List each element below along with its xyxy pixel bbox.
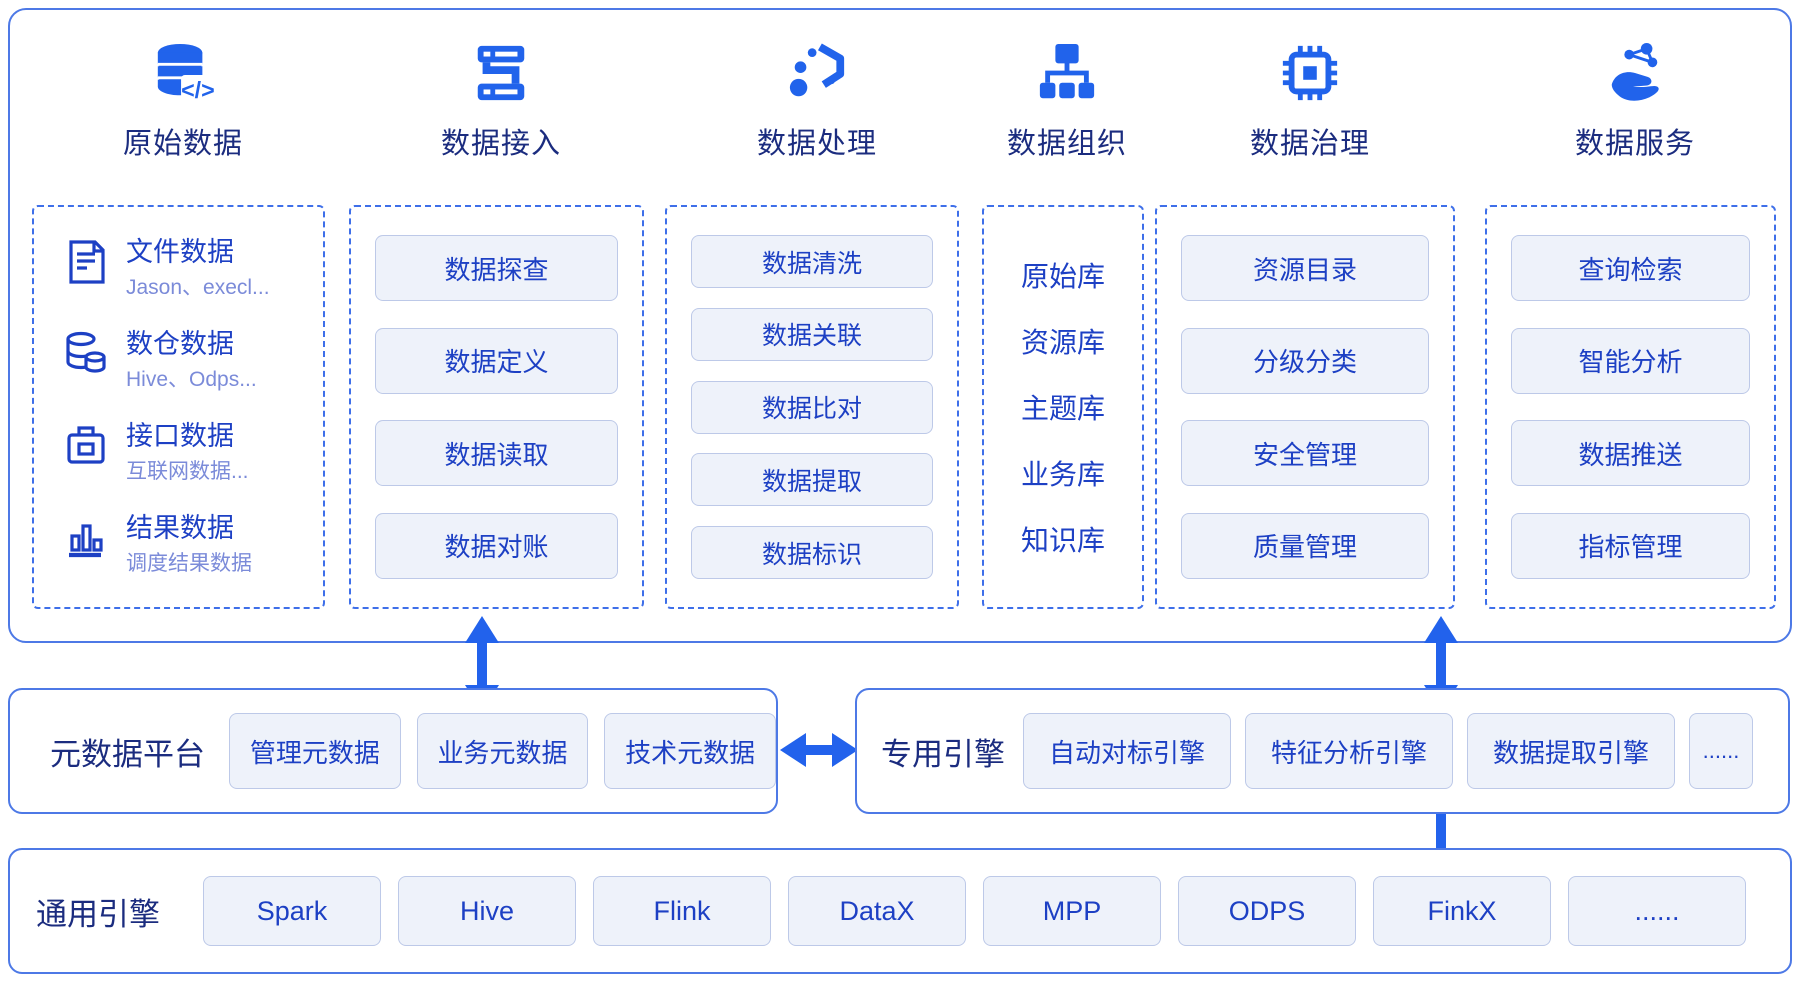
org-chart-icon [1036,38,1098,104]
raw-data-item: 接口数据 互联网数据... [64,421,313,485]
metadata-item[interactable]: 业务元数据 [416,713,589,789]
stage-data-access: 数据接入 [386,38,616,162]
dedicated-engine-label: 专用引擎 [881,736,1005,772]
raw-item-subtitle: 互联网数据... [126,460,249,483]
data-service-item[interactable]: 智能分析 [1511,327,1750,394]
general-engine-item[interactable]: Hive [398,876,576,946]
stage-label: 数据组织 [1006,128,1127,160]
data-processing-item[interactable]: 数据比对 [691,380,933,434]
general-engine-item[interactable]: Spark [203,876,381,946]
data-governance-item[interactable]: 分级分类 [1181,327,1429,394]
metadata-item[interactable]: 管理元数据 [229,713,401,789]
data-organization-item: 资源库 [1020,327,1105,358]
stage-raw-data: </> 原始数据 [68,38,298,162]
data-service-column: 查询检索 智能分析 数据推送 指标管理 [1485,205,1776,609]
raw-item-title: 结果数据 [126,513,234,543]
data-processing-item[interactable]: 数据标识 [691,526,933,579]
raw-item-title: 接口数据 [126,421,234,451]
stage-label: 数据处理 [756,128,877,160]
metadata-platform-panel: 元数据平台 管理元数据 业务元数据 技术元数据 [8,688,778,814]
data-organization-item: 主题库 [1020,393,1105,424]
general-engine-item[interactable]: DataX [788,876,966,946]
stage-label: 数据服务 [1574,128,1695,160]
server-icon [470,38,532,104]
interface-icon [64,421,108,474]
dedicated-engine-panel: 专用引擎 自动对标引擎 特征分析引擎 数据提取引擎 ...... [855,688,1790,814]
data-governance-item[interactable]: 资源目录 [1181,235,1429,301]
data-access-column: 数据探查 数据定义 数据读取 数据对账 [349,205,644,609]
data-organization-item: 业务库 [1020,459,1105,490]
database-code-icon: </> [151,38,215,104]
raw-data-item: 文件数据 Jason、execl... [64,237,313,301]
general-engine-panel: 通用引擎 Spark Hive Flink DataX MPP ODPS Fin… [8,848,1792,974]
raw-data-column: 文件数据 Jason、execl... 数仓数据 Hive、Odps... [32,205,325,609]
general-engine-item[interactable]: Flink [593,876,771,946]
bar-chart-icon [64,513,108,566]
svg-text:</>: </> [181,77,215,103]
metadata-platform-label: 元数据平台 [50,736,205,772]
data-service-item[interactable]: 数据推送 [1511,420,1750,487]
stage-label: 数据接入 [440,128,561,160]
raw-item-title: 数仓数据 [126,329,234,359]
data-service-item[interactable]: 查询检索 [1511,235,1750,301]
raw-data-item: 结果数据 调度结果数据 [64,513,313,577]
data-access-item[interactable]: 数据定义 [375,327,618,394]
data-processing-item[interactable]: 数据清洗 [691,235,933,288]
general-engine-item-more[interactable]: ...... [1568,876,1746,946]
data-processing-item[interactable]: 数据关联 [691,307,933,361]
data-access-item[interactable]: 数据探查 [375,235,618,301]
stage-data-organization: 数据组织 [952,38,1182,162]
general-engine-item[interactable]: MPP [983,876,1161,946]
data-process-icon [786,38,848,104]
dedicated-engine-item[interactable]: 特征分析引擎 [1245,713,1453,789]
data-access-item[interactable]: 数据对账 [375,512,618,579]
stage-label: 原始数据 [122,128,243,160]
data-governance-item[interactable]: 安全管理 [1181,420,1429,487]
general-engine-item[interactable]: FinkX [1373,876,1551,946]
raw-item-title: 文件数据 [126,237,234,267]
stage-label: 数据治理 [1249,128,1370,160]
raw-item-subtitle: Jason、execl... [126,276,270,299]
data-governance-item[interactable]: 质量管理 [1181,512,1429,579]
data-organization-column: 原始库 资源库 主题库 业务库 知识库 [982,205,1144,609]
general-engine-label: 通用引擎 [36,896,160,932]
data-organization-item: 知识库 [1020,525,1105,556]
data-processing-item[interactable]: 数据提取 [691,453,933,507]
file-icon [64,237,108,290]
database-icon [64,329,108,382]
double-arrow-horizontal-icon [780,733,858,767]
raw-data-item: 数仓数据 Hive、Odps... [64,329,313,393]
data-organization-item: 原始库 [1020,261,1105,292]
dedicated-engine-item[interactable]: 自动对标引擎 [1023,713,1231,789]
stage-data-service: 数据服务 [1520,38,1750,162]
data-access-item[interactable]: 数据读取 [375,420,618,487]
dedicated-engine-item[interactable]: 数据提取引擎 [1467,713,1675,789]
general-engine-item[interactable]: ODPS [1178,876,1356,946]
stage-data-processing: 数据处理 [702,38,932,162]
dedicated-engine-item-more[interactable]: ...... [1689,713,1753,789]
chip-icon [1279,38,1341,104]
data-processing-column: 数据清洗 数据关联 数据比对 数据提取 数据标识 [665,205,959,609]
data-service-item[interactable]: 指标管理 [1511,512,1750,579]
hand-network-icon [1604,38,1666,104]
raw-item-subtitle: Hive、Odps... [126,368,257,391]
data-governance-column: 资源目录 分级分类 安全管理 质量管理 [1155,205,1455,609]
stage-data-governance: 数据治理 [1195,38,1425,162]
metadata-item[interactable]: 技术元数据 [604,713,777,789]
raw-item-subtitle: 调度结果数据 [126,552,252,575]
pipeline-container: </> 原始数据 数据接入 [8,8,1792,643]
